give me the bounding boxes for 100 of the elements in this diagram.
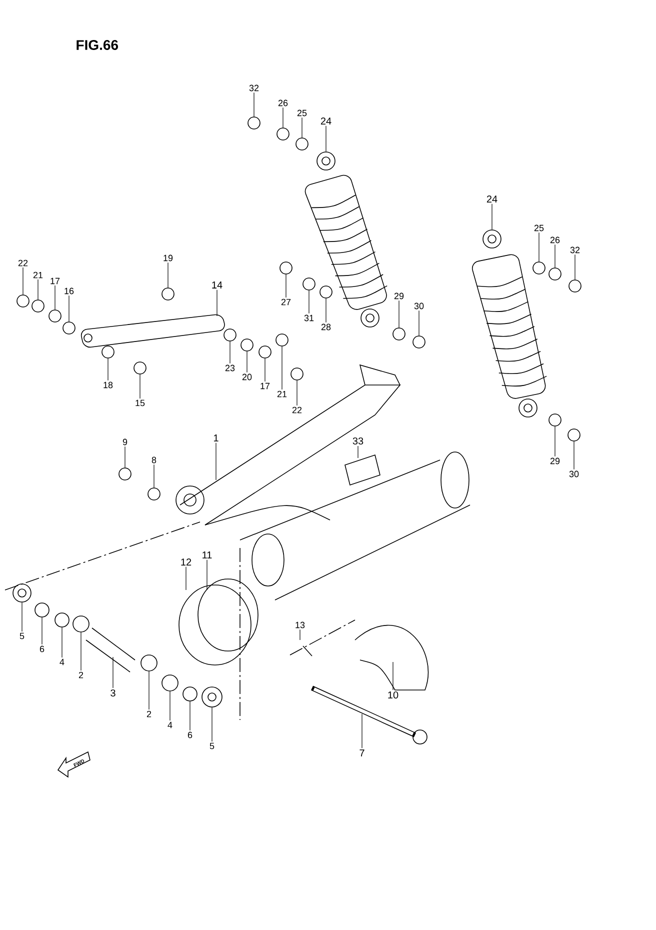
leader-line: [574, 254, 576, 280]
part-drawing: [72, 616, 90, 632]
callout-number: 21: [277, 390, 287, 398]
part-drawing: [568, 428, 580, 442]
callout-number: 25: [534, 224, 544, 232]
callout-number: 27: [281, 298, 291, 306]
leader-line: [80, 632, 82, 671]
callout-number: 11: [202, 552, 212, 558]
leader-line: [206, 560, 208, 590]
part-drawing: [276, 128, 290, 140]
leader-line: [554, 426, 556, 457]
callout-number: 17: [50, 278, 60, 284]
callout-number: 6: [188, 732, 192, 738]
callout-number: 1: [214, 434, 218, 442]
callout-number: 4: [168, 722, 172, 728]
callout-number: 19: [164, 254, 173, 262]
part-drawing: [280, 262, 292, 274]
callout-number: 14: [212, 282, 222, 288]
callout-number: 32: [249, 84, 259, 92]
part-drawing: [392, 328, 406, 340]
callout-number: 13: [296, 622, 305, 628]
callout-number: 28: [321, 324, 331, 330]
part-drawing: [62, 322, 76, 334]
callout-number: 30: [414, 302, 424, 310]
callout-number: 2: [146, 710, 152, 718]
callout-number: 33: [352, 437, 364, 445]
callout-number: 10: [388, 691, 398, 699]
callout-number: 3: [110, 689, 116, 697]
callout-number: 24: [320, 118, 332, 124]
callout-number: 15: [136, 400, 145, 406]
leader-line: [418, 310, 420, 336]
callout-number: 24: [486, 196, 498, 202]
callout-number: 29: [550, 458, 560, 464]
callout-number: 26: [550, 236, 560, 244]
part-drawing: [134, 362, 146, 374]
part-drawing: [54, 612, 70, 628]
callout-number: 21: [33, 272, 43, 278]
callout-number: 12: [181, 558, 192, 566]
part-drawing: [296, 138, 308, 150]
callout-number: 23: [225, 364, 235, 372]
leader-line: [282, 107, 284, 128]
leader-line: [148, 671, 150, 710]
callout-number: 5: [20, 632, 24, 640]
callout-number: 32: [570, 246, 580, 254]
callout-number: 4: [60, 658, 64, 666]
part-drawing: [568, 280, 582, 292]
callout-number: 17: [260, 382, 270, 390]
callout-number: 25: [297, 110, 307, 116]
leader-line: [216, 290, 218, 316]
part-drawing: [240, 338, 254, 352]
leader-line: [264, 358, 266, 382]
callout-number: 31: [304, 314, 314, 322]
part-drawing: [548, 268, 562, 280]
part-drawing: [32, 300, 44, 312]
part-drawing: [148, 488, 160, 500]
part-drawing: [320, 286, 332, 298]
part-drawing: [258, 346, 272, 358]
part-drawing: [248, 116, 260, 130]
leader-line: [296, 380, 298, 406]
part-drawing: [102, 346, 114, 358]
part-drawing: [48, 310, 62, 322]
part-drawing: [532, 262, 546, 274]
part-drawing: [224, 328, 236, 342]
part-drawing: [316, 152, 336, 170]
part-drawing: [276, 334, 288, 346]
callout-number: 5: [210, 742, 214, 750]
leader-line: [246, 351, 248, 373]
callout-number: 7: [360, 750, 364, 756]
callout-number: 26: [278, 100, 288, 106]
leader-line: [538, 232, 540, 262]
part-drawing: [140, 654, 158, 672]
part-drawing: [16, 294, 30, 308]
callout-number: 29: [394, 292, 404, 300]
part-drawing: [162, 288, 174, 300]
leader-line: [68, 295, 70, 322]
leader-line: [54, 285, 56, 310]
callout-number: 30: [569, 470, 579, 478]
part-drawing: [34, 602, 50, 618]
callout-number: 20: [242, 374, 252, 380]
callout-number: 2: [78, 672, 84, 678]
leader-line: [398, 300, 400, 328]
leader-line: [308, 290, 310, 314]
callout-number: 18: [104, 382, 113, 388]
leader-line: [554, 244, 556, 268]
callout-number: 8: [152, 456, 156, 464]
callout-number: 22: [18, 260, 28, 266]
part-drawing: [182, 686, 198, 702]
part-drawing: [412, 336, 426, 348]
callout-number: 9: [122, 438, 128, 446]
callout-number: 16: [64, 288, 74, 294]
part-drawing: [482, 230, 502, 248]
leader-line: [112, 656, 114, 688]
part-drawing: [302, 278, 316, 290]
figure-title: FIG.66: [76, 40, 118, 50]
part-drawing: [12, 584, 32, 602]
leader-line: [392, 662, 394, 690]
leader-line: [124, 446, 126, 468]
part-drawing: [118, 468, 132, 480]
part-drawing: [162, 674, 178, 692]
leader-line: [22, 267, 24, 295]
